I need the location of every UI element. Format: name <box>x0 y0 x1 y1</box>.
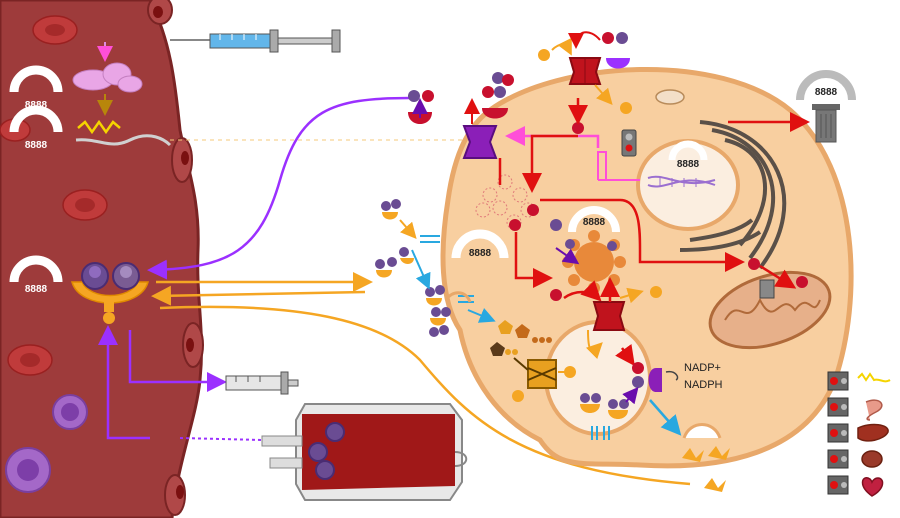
blood-vessel <box>0 0 204 518</box>
iron-atom <box>620 102 632 114</box>
red-flow <box>522 134 578 193</box>
ferritin-icon: 8888 <box>562 206 626 294</box>
red-flow <box>514 232 553 288</box>
iron-atom <box>564 366 576 378</box>
iron-atom <box>748 258 760 270</box>
golgi-icon <box>679 120 787 270</box>
arrow-orange <box>594 84 613 105</box>
arrow-orange <box>551 37 572 56</box>
ferroportin-purple <box>462 125 498 159</box>
heme-molecules <box>490 320 552 356</box>
trash-icon: 8888 <box>796 70 856 143</box>
dmt1-transporter <box>513 357 557 389</box>
monocytes <box>5 394 88 493</box>
iron-atom <box>650 286 662 298</box>
blue-flow <box>467 308 496 323</box>
membrane-pit <box>444 291 472 303</box>
mitochondrion-icon <box>708 270 832 350</box>
gauge-value: 8888 <box>815 87 838 98</box>
liver-icon <box>857 423 889 442</box>
nadp-plus-label: NADP+ <box>684 362 721 374</box>
purple-flow <box>622 386 639 405</box>
red-flow <box>615 343 635 367</box>
iron-atom <box>538 49 550 61</box>
ferroportin-icon <box>568 57 602 85</box>
intestine-icon <box>865 399 883 421</box>
orange-pathway-out <box>151 285 366 306</box>
orange-flow <box>585 329 603 360</box>
transferrin-receptor-icon <box>375 199 451 337</box>
peptide-icon <box>857 372 891 383</box>
cell <box>440 66 854 469</box>
red-flow <box>759 264 797 289</box>
red-flow <box>540 198 745 272</box>
gauge-vessel-low: 8888 <box>9 255 63 295</box>
gauge-vessel-mid: 8888 <box>9 105 63 151</box>
iron-atom <box>512 390 524 402</box>
syringe-icon <box>128 330 299 395</box>
ferroportin-endosome <box>592 301 626 331</box>
iron-atom <box>632 376 644 388</box>
gauge-value: 8888 <box>469 248 492 259</box>
syringe-icon <box>170 29 341 53</box>
membrane-pit <box>682 423 722 439</box>
gauge-value: 8888 <box>583 217 606 228</box>
ferritin-shells <box>475 174 536 230</box>
mrna-hairpin <box>597 151 607 180</box>
vesicle <box>655 89 685 105</box>
gauge-cytosol-left: 8888 <box>451 229 509 259</box>
traffic-light-icon <box>621 129 637 157</box>
hepcidin-protein <box>72 62 143 93</box>
transferrin-bound <box>602 32 630 69</box>
red-flow <box>619 287 644 304</box>
orange-flow <box>399 219 417 240</box>
heart-icon <box>861 477 884 497</box>
gauge-value: 8888 <box>25 284 48 295</box>
iron-atom <box>527 204 539 216</box>
hepcidin-fragments <box>682 446 730 492</box>
spleen-icon <box>861 450 883 468</box>
reductase <box>648 368 679 392</box>
transferrin-receptor-icon <box>408 72 514 124</box>
peptide-chain <box>75 119 172 147</box>
iron-atom <box>550 289 562 301</box>
endosome-transferrin <box>580 393 629 419</box>
blue-flow <box>411 249 431 290</box>
iron-atom <box>572 122 584 134</box>
gauge-vessel-top: 8888 <box>9 65 63 111</box>
iron-atom <box>632 362 644 374</box>
red-blood-cell-centers <box>20 24 95 367</box>
endosome-receptors <box>591 426 610 440</box>
purple-pathway <box>147 96 411 280</box>
endothelial-nuclei <box>153 6 194 499</box>
traffic-light-icon <box>827 371 849 495</box>
gauge-value: 8888 <box>25 100 48 111</box>
dna <box>647 175 716 188</box>
iron-atom <box>509 219 521 231</box>
nucleus: 8888 <box>636 139 740 231</box>
vessel-transferrin-receptor <box>71 262 149 324</box>
nadph-label: NADPH <box>684 379 723 391</box>
red-flow <box>563 280 602 302</box>
iron-atom <box>550 219 562 231</box>
arrow-purple-up <box>98 325 150 440</box>
red-flow <box>555 247 580 265</box>
organ-legend <box>827 371 891 497</box>
iron-atom <box>796 276 808 288</box>
blue-flow <box>649 399 682 436</box>
arrow-red <box>568 31 601 49</box>
gauge-value: 8888 <box>677 159 700 170</box>
blood-bag-icon <box>179 403 468 501</box>
gauge-value: 8888 <box>25 140 48 151</box>
